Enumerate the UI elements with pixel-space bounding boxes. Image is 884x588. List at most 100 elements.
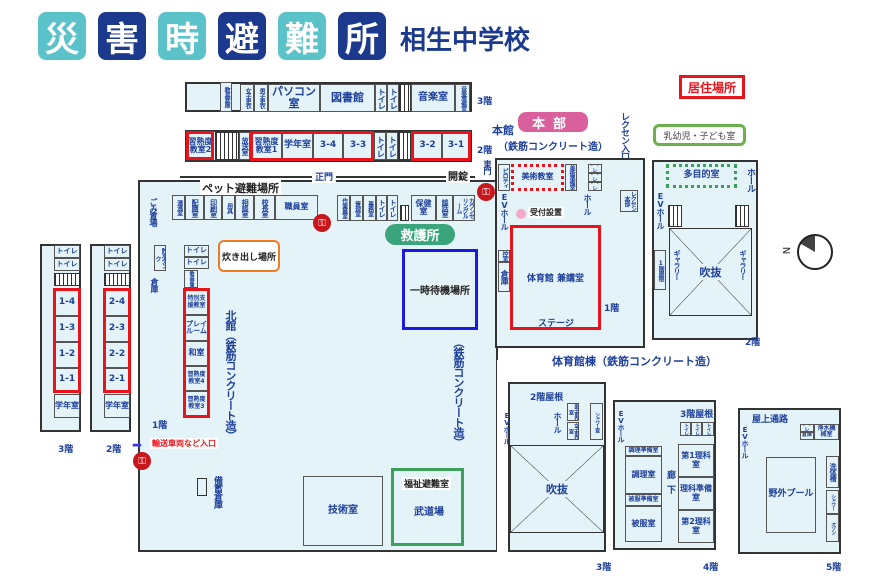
- room-wc: トイレ: [588, 164, 602, 173]
- floor-label: 1階: [604, 304, 620, 314]
- stairs: [104, 273, 130, 286]
- welfare-label: 福祉避難室: [402, 477, 452, 490]
- key-icon: ⚿: [477, 183, 495, 201]
- room: 浄水機械室: [814, 424, 839, 440]
- room-wc: トイレ: [588, 173, 602, 182]
- legend-residence: 居住場所: [679, 75, 745, 99]
- room-wc: トイレ: [691, 422, 702, 436]
- room-wc: トイレ: [375, 84, 387, 112]
- room: 学年室: [54, 394, 80, 418]
- label: 備蓄倉庫: [212, 476, 222, 508]
- label: 倉庫: [150, 278, 159, 292]
- label: ホール: [553, 412, 562, 433]
- room: 調理準備室: [625, 446, 662, 456]
- residence-marker: [186, 131, 214, 160]
- room: プレイルーム: [184, 315, 209, 341]
- room-wc: トイレ: [387, 84, 399, 112]
- room-staff: 職員室: [275, 195, 318, 220]
- room-wc: トイレ: [387, 195, 398, 221]
- main-gate-label: 正門: [312, 170, 337, 183]
- structure-label: （鉄筋コンクリート造）: [452, 337, 465, 447]
- room: 特別支援教室: [184, 290, 209, 315]
- main-building-label: 本館: [492, 124, 514, 137]
- vehicle-entrance-label: 輸送車両など入口: [150, 438, 218, 449]
- room: 教具倉庫: [184, 270, 198, 288]
- north-label: N: [782, 246, 794, 255]
- room-wc: トイレ: [588, 182, 602, 191]
- room: 倉庫: [800, 432, 814, 440]
- label: EVホール: [656, 192, 665, 229]
- room-wc: トイレ: [376, 195, 387, 221]
- stairs: [398, 132, 411, 160]
- title-char: 災: [38, 12, 86, 60]
- floor-label: 2階: [106, 445, 122, 455]
- room: 校長室: [254, 195, 275, 220]
- room-health: 保健室: [411, 195, 436, 221]
- rec-entrance-label: レクセン入口: [619, 112, 629, 160]
- first-aid-station: 救護所: [385, 224, 455, 245]
- headquarters-badge: 本部: [518, 112, 588, 132]
- gymnasium: 体育館 兼講堂: [510, 225, 601, 330]
- room: 女子更衣室: [567, 422, 579, 440]
- floor-label: 3階: [477, 97, 493, 107]
- label: 廊下: [665, 470, 675, 500]
- classroom: 2-1: [105, 368, 129, 392]
- room: 1階屋根: [654, 250, 666, 290]
- room: 調理室: [625, 456, 662, 494]
- void-label: 吹抜: [699, 264, 722, 280]
- room: 相談室: [235, 195, 254, 220]
- room: 美術準備室: [565, 164, 577, 191]
- unlock-label: 開錠: [446, 168, 470, 183]
- school-name: 相生中学校: [400, 26, 531, 56]
- reception-dot: [516, 209, 526, 219]
- room: 作業員室: [337, 195, 350, 221]
- label: 2階屋根: [530, 393, 564, 403]
- residence-marker: [411, 131, 471, 161]
- key-icon: ⚿: [313, 214, 331, 232]
- room: 管理室: [350, 195, 363, 221]
- north-building-label: 北館（鉄筋コンクリート造）: [224, 310, 237, 440]
- label: ホール: [583, 194, 592, 215]
- atrium: 吹抜: [510, 445, 604, 533]
- room: 理科準備室: [678, 477, 714, 510]
- room-wc: トイレ: [184, 245, 209, 257]
- stairs: [735, 205, 749, 227]
- title-char: 害: [98, 12, 146, 60]
- room: 学年室: [104, 394, 130, 418]
- room-wc: トイレ: [374, 132, 386, 160]
- title-char: 時: [158, 12, 206, 60]
- room-wc: トイレ: [680, 422, 691, 436]
- floor-label: 3階: [596, 563, 612, 573]
- classroom: 1-2: [55, 342, 79, 368]
- room-wc: トイレ: [104, 258, 130, 271]
- food-distribution-area: 炊き出し場所: [218, 240, 280, 272]
- room: 女子更衣: [240, 84, 254, 112]
- classroom: 1-3: [55, 316, 79, 342]
- room: 用具: [222, 195, 235, 220]
- room: 控室: [498, 250, 510, 262]
- room-multipurpose: 多目的室: [666, 164, 737, 188]
- room: カウンセリングルーム: [453, 195, 475, 221]
- room-library: 図書館: [320, 84, 375, 112]
- room-wc: トイレ: [184, 257, 209, 269]
- room-wc: トイレ: [386, 132, 398, 160]
- void-label: 吹抜: [546, 481, 568, 497]
- room: 貯水タンク: [154, 245, 166, 271]
- room: オゾン: [826, 514, 839, 542]
- label: ごみ置場: [149, 198, 158, 226]
- label: 3階屋根: [680, 410, 714, 420]
- classroom: 3-3: [343, 132, 373, 160]
- floor-label: 1階: [152, 421, 168, 431]
- room-art: 美術教室: [511, 164, 564, 191]
- label: EVホール: [503, 412, 511, 444]
- stairs: [668, 205, 682, 227]
- title-char: 避: [218, 12, 266, 60]
- stage-label: ステージ: [538, 319, 574, 329]
- room: 教具倉庫: [220, 82, 232, 112]
- floor-label: 4階: [703, 563, 719, 573]
- welfare-shelter: 福祉避難室 武道場: [391, 468, 464, 546]
- room: 事務室: [363, 195, 376, 221]
- room-pc: パソコン室: [268, 84, 320, 112]
- residence-marker: [250, 131, 374, 161]
- temporary-waiting-area: 一時待機場所: [402, 249, 478, 330]
